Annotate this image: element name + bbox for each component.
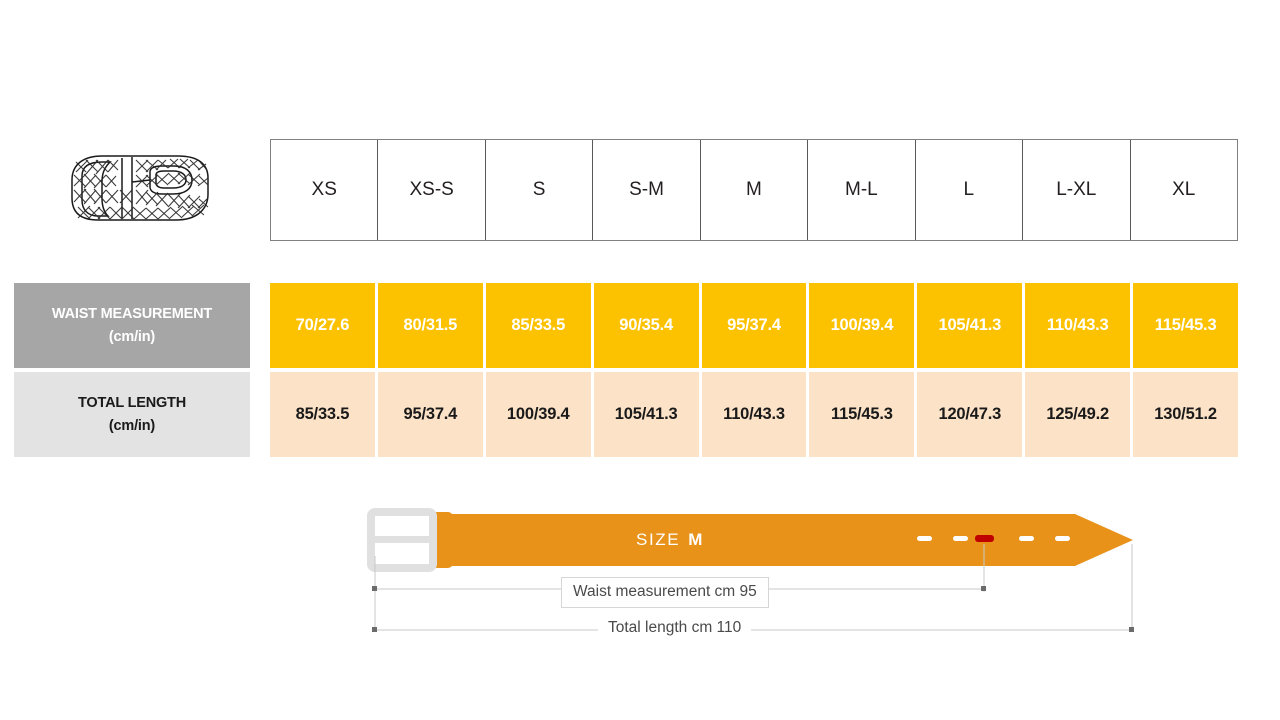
waist-value-s: 85/33.5: [485, 283, 591, 368]
size-header-cell-xl: XL: [1130, 140, 1237, 240]
belt-size-prefix: SIZE: [636, 530, 681, 549]
waist-value-l: 105/41.3: [917, 283, 1023, 368]
total-length-row: TOTAL LENGTH (cm/in) 85/33.5 95/37.4 100…: [14, 372, 1239, 457]
belt-buckle-prong-bar: [371, 536, 433, 543]
waist-value-xl: 115/45.3: [1133, 283, 1239, 368]
size-header-row: XS XS-S S S-M M M-L L L-XL XL: [270, 139, 1238, 241]
length-value-m-l: 115/45.3: [809, 372, 915, 457]
size-header-cell-s: S: [485, 140, 594, 240]
belt-size-value: M: [688, 530, 703, 549]
waist-measurement-row: WAIST MEASUREMENT (cm/in) 70/27.6 80/31.…: [14, 283, 1239, 368]
size-header-cell-l-xl: L-XL: [1023, 140, 1131, 240]
length-value-xs: 85/33.5: [270, 372, 375, 457]
waist-measurement-cells: 70/27.6 80/31.5 85/33.5 90/35.4 95/37.4 …: [270, 283, 1239, 368]
waist-dimension-label: Waist measurement cm 95: [561, 577, 769, 608]
total-length-dimension-line: [372, 627, 1134, 632]
waist-value-xs: 70/27.6: [270, 283, 375, 368]
total-length-label: TOTAL LENGTH (cm/in): [14, 372, 250, 457]
length-value-m: 110/43.3: [701, 372, 807, 457]
belt-hole-4: [1019, 536, 1034, 541]
size-header-cell-m: M: [700, 140, 809, 240]
waist-value-l-xl: 110/43.3: [1025, 283, 1131, 368]
belt-hole-1: [917, 536, 932, 541]
waist-value-xs-s: 80/31.5: [377, 283, 483, 368]
waist-measurement-label-main: WAIST MEASUREMENT: [51, 306, 213, 323]
waist-measurement-label: WAIST MEASUREMENT (cm/in): [14, 283, 250, 368]
waist-value-s-m: 90/35.4: [593, 283, 699, 368]
belt-measurement-diagram: [367, 508, 1134, 632]
total-length-label-main: TOTAL LENGTH: [78, 395, 186, 412]
size-header-cell-xs-s: XS-S: [378, 140, 486, 240]
belt-hole-5: [1055, 536, 1070, 541]
length-value-l-xl: 125/49.2: [1025, 372, 1131, 457]
belt-strap: [431, 514, 1133, 566]
length-value-l: 120/47.3: [917, 372, 1023, 457]
waist-measurement-label-unit: (cm/in): [108, 328, 156, 345]
belt-hole-active: [975, 535, 994, 542]
length-value-xl: 130/51.2: [1133, 372, 1239, 457]
belt-size-text: SIZE M: [636, 530, 703, 550]
braided-belt-illustration: [71, 155, 209, 221]
waist-value-m: 95/37.4: [701, 283, 807, 368]
length-value-s: 100/39.4: [485, 372, 591, 457]
length-value-s-m: 105/41.3: [593, 372, 699, 457]
size-header-cell-m-l: M-L: [808, 140, 916, 240]
size-header-cell-xs: XS: [271, 140, 379, 240]
total-length-label-unit: (cm/in): [108, 417, 156, 434]
size-header-cell-l: L: [915, 140, 1024, 240]
length-value-xs-s: 95/37.4: [377, 372, 483, 457]
belt-hole-2: [953, 536, 968, 541]
total-length-dimension-label: Total length cm 110: [598, 618, 752, 638]
size-header-cell-s-m: S-M: [593, 140, 701, 240]
waist-value-m-l: 100/39.4: [809, 283, 915, 368]
total-length-cells: 85/33.5 95/37.4 100/39.4 105/41.3 110/43…: [270, 372, 1239, 457]
